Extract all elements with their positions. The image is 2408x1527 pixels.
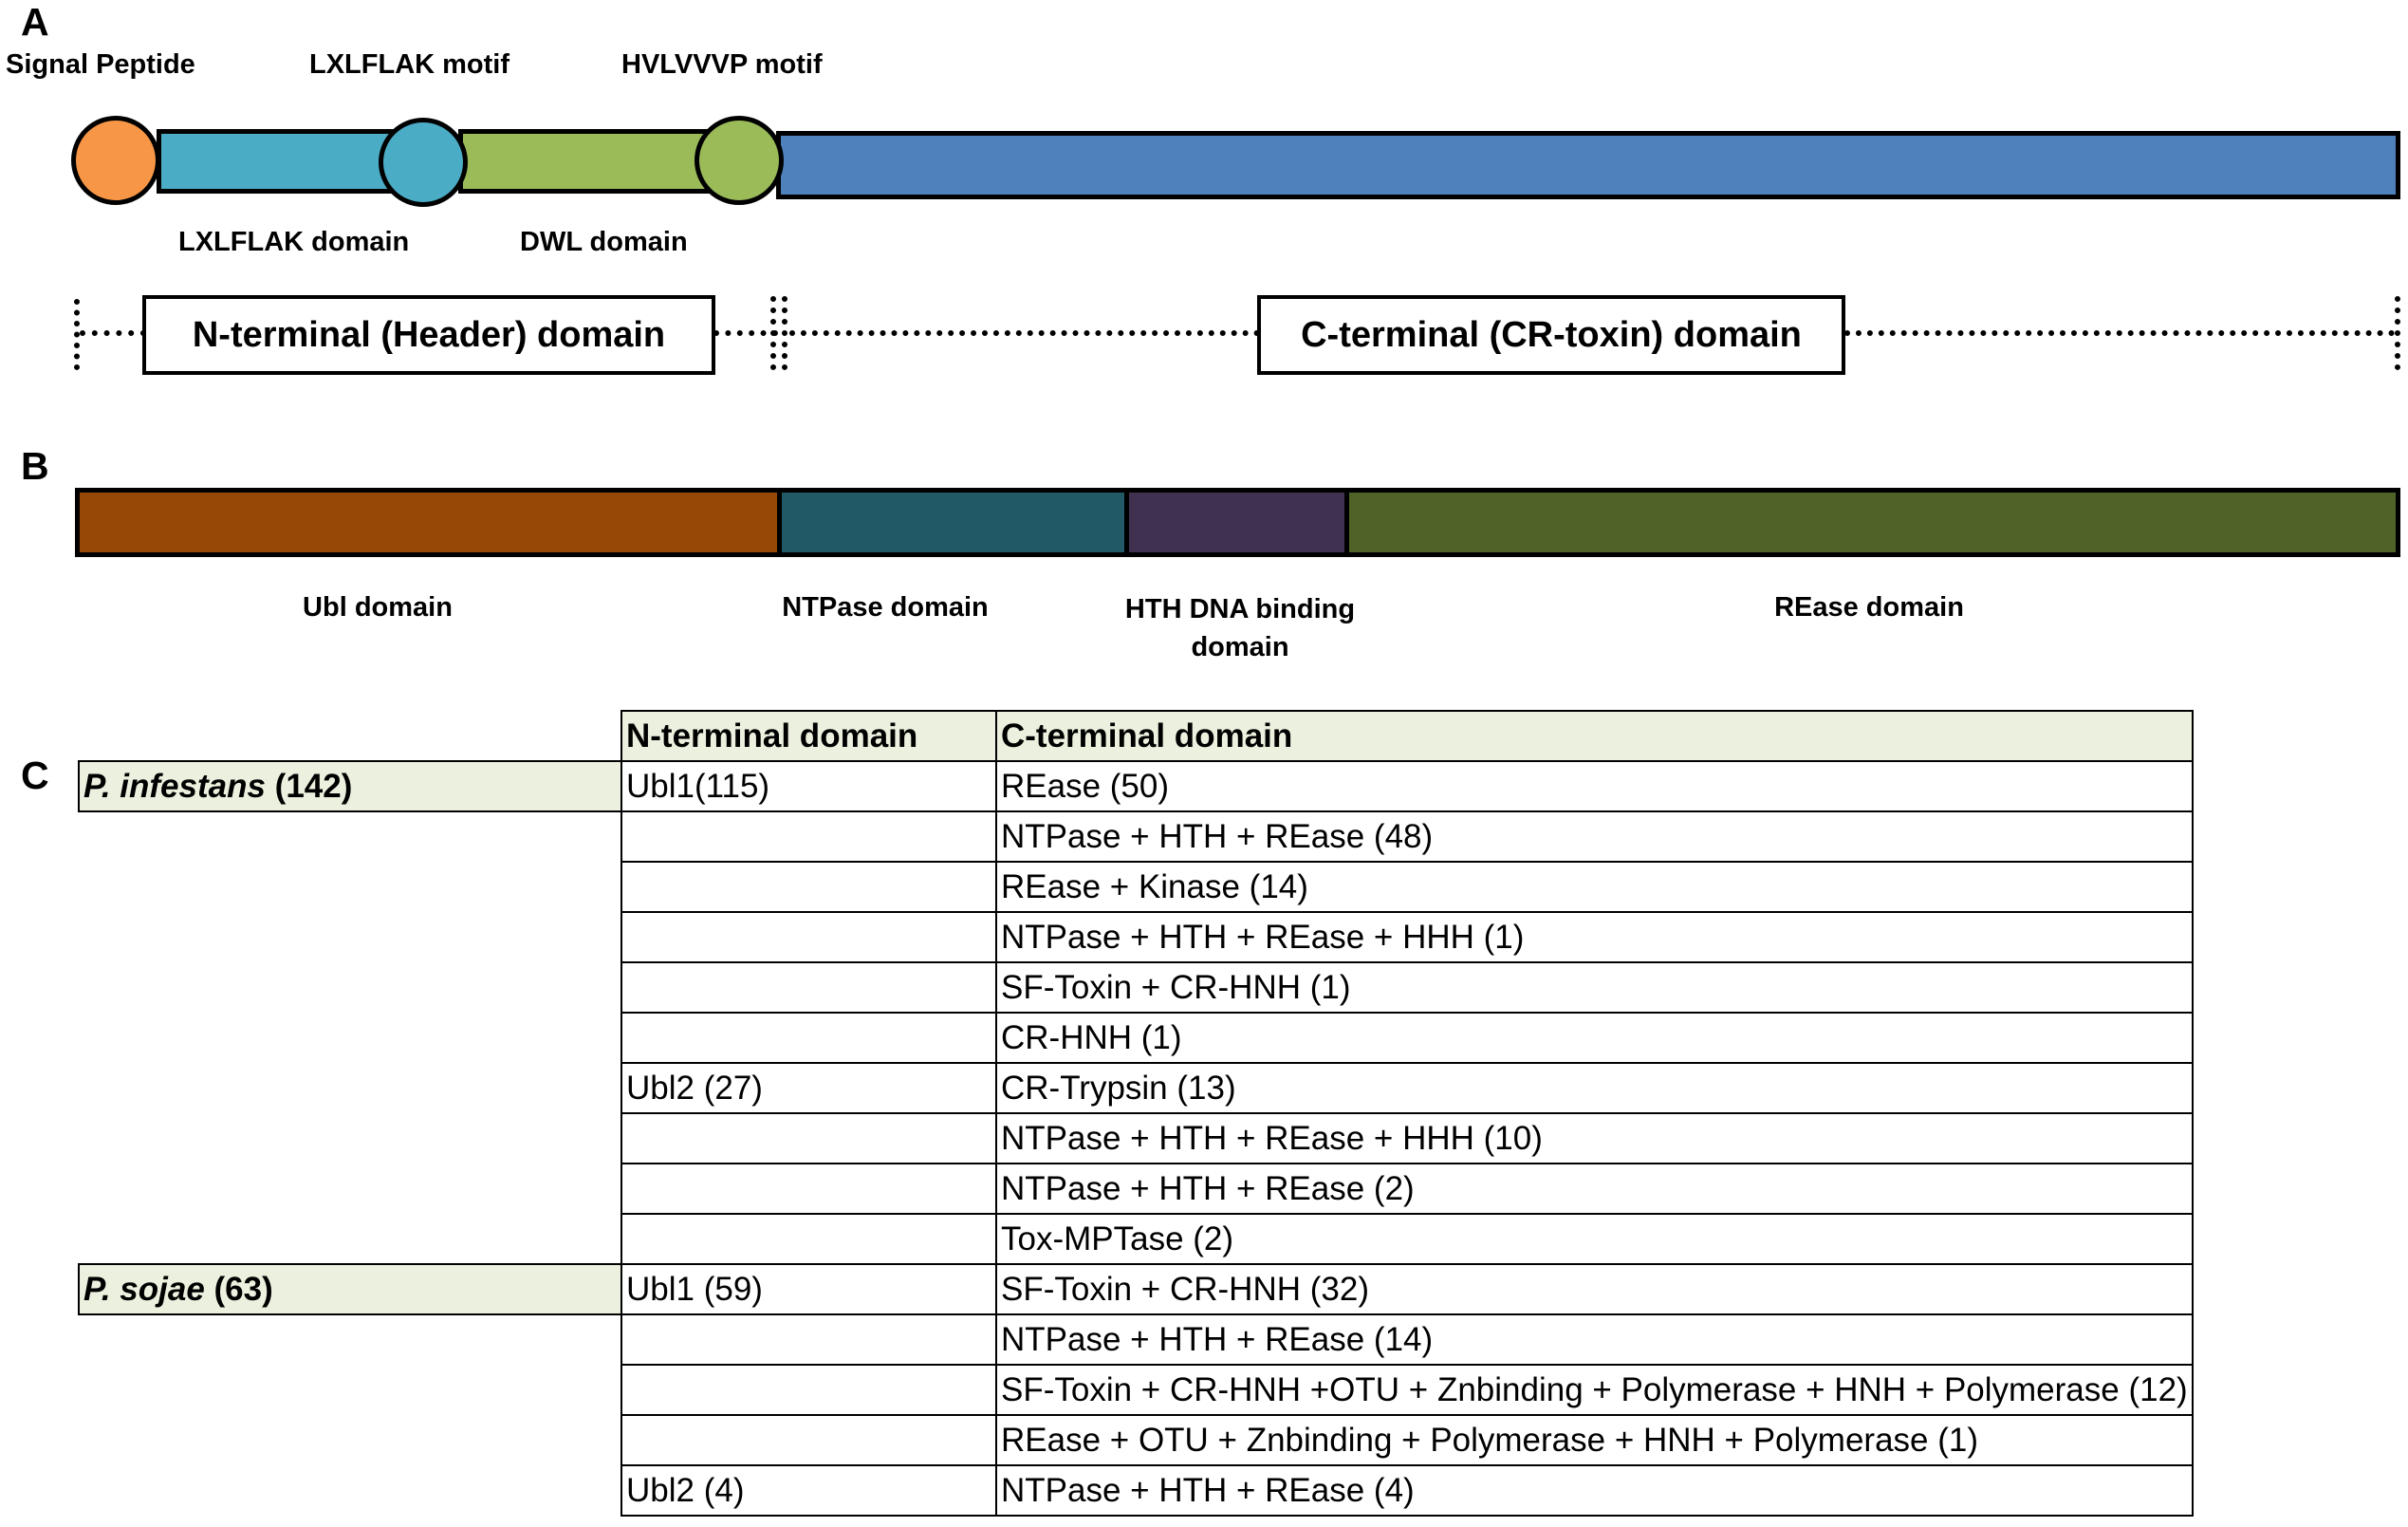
c-terminal-header: C-terminal domain <box>995 710 2194 762</box>
n-terminal-header: N-terminal domain <box>621 710 997 762</box>
region-divider-1 <box>770 296 776 370</box>
c-terminal-cell: SF-Toxin + CR-HNH (1) <box>995 961 2194 1014</box>
table-row: REase + OTU + Znbinding + Polymerase + H… <box>79 1414 2194 1466</box>
panel-b-label: B <box>21 444 49 488</box>
species-count: (63) <box>213 1270 273 1308</box>
c-terminal-cell: NTPase + HTH + REase + HHH (1) <box>995 911 2194 963</box>
c-terminal-cell: REase (50) <box>995 760 2194 812</box>
dwl-domain-label: DWL domain <box>520 227 688 257</box>
species-name: P. infestans <box>83 767 266 805</box>
n-terminal-cell <box>621 1163 997 1215</box>
c-terminal-cell: NTPase + HTH + REase (14) <box>995 1313 2194 1366</box>
n-terminal-cell <box>621 911 997 963</box>
table-row: P. sojae (63) Ubl1 (59) SF-Toxin + CR-HN… <box>78 1263 2194 1315</box>
n-terminal-cell <box>621 1112 997 1164</box>
c-terminal-cell: NTPase + HTH + REase + HHH (10) <box>995 1112 2194 1164</box>
table-row: NTPase + HTH + REase (2) <box>79 1163 2194 1215</box>
n-terminal-cell: Ubl1(115) <box>621 760 997 812</box>
table-row: Tox-MPTase (2) <box>79 1213 2194 1265</box>
lxlflak-domain-label: LXLFLAK domain <box>178 227 410 257</box>
table-row: NTPase + HTH + REase (48) <box>79 810 2194 863</box>
table-row: SF-Toxin + CR-HNH +OTU + Znbinding + Pol… <box>79 1364 2194 1416</box>
species-p-sojae: P. sojae (63) <box>78 1263 622 1315</box>
n-terminal-dotted-left <box>80 330 146 336</box>
hth-domain-label: HTH DNA binding domain <box>1124 594 1356 662</box>
region-right-bracket <box>2395 296 2400 370</box>
n-terminal-cell <box>621 1364 997 1416</box>
signal-peptide-circle <box>71 116 160 205</box>
table-row: SF-Toxin + CR-HNH (1) <box>79 961 2194 1014</box>
c-terminal-cell: NTPase + HTH + REase (48) <box>995 810 2194 863</box>
species-name: P. sojae <box>83 1270 205 1308</box>
signal-peptide-label: Signal Peptide <box>6 49 195 80</box>
domain-table: N-terminal domain C-terminal domain P. i… <box>78 710 2194 1517</box>
table-row: NTPase + HTH + REase + HHH (1) <box>79 911 2194 963</box>
table-row: CR-HNH (1) <box>79 1012 2194 1064</box>
c-terminal-cell: CR-Trypsin (13) <box>995 1062 2194 1114</box>
c-terminal-cell: SF-Toxin + CR-HNH (32) <box>995 1263 2194 1315</box>
lxlflak-domain-bar <box>157 129 403 194</box>
c-terminal-cell: CR-HNH (1) <box>995 1012 2194 1064</box>
table-row: Ubl2 (27) CR-Trypsin (13) <box>79 1062 2194 1114</box>
ubl-domain-bar <box>75 488 782 557</box>
c-terminal-cell: REase + Kinase (14) <box>995 861 2194 913</box>
c-terminal-dotted-left <box>789 330 1260 336</box>
n-terminal-cell: Ubl2 (27) <box>621 1062 997 1114</box>
table-row: P. infestans (142) Ubl1(115) REase (50) <box>78 760 2194 812</box>
panel-c-label: C <box>21 754 49 797</box>
species-count: (142) <box>274 767 353 805</box>
c-terminal-cell: REase + OTU + Znbinding + Polymerase + H… <box>995 1414 2194 1466</box>
ntpase-domain-label: NTPase domain <box>782 592 989 623</box>
c-terminal-region-box: C-terminal (CR-toxin) domain <box>1257 295 1845 375</box>
hvlvvvp-motif-label: HVLVVVP motif <box>621 49 823 80</box>
n-terminal-cell <box>621 1012 997 1064</box>
dwl-domain-bar <box>458 129 719 194</box>
panel-a-label: A <box>21 0 49 44</box>
ntpase-domain-bar <box>777 488 1129 557</box>
rease-domain-label: REase domain <box>1774 592 1964 623</box>
n-terminal-cell <box>621 1313 997 1366</box>
n-terminal-cell <box>621 1213 997 1265</box>
hth-domain-bar <box>1124 488 1349 557</box>
n-terminal-dotted-right <box>713 330 778 336</box>
lxlflak-motif-circle <box>379 118 468 207</box>
n-terminal-cell <box>621 1414 997 1466</box>
c-terminal-cell: NTPase + HTH + REase (4) <box>995 1464 2194 1517</box>
ubl-domain-label: Ubl domain <box>303 592 453 623</box>
hvlvvvp-motif-circle <box>695 116 784 205</box>
lxlflak-motif-label: LXLFLAK motif <box>309 49 510 80</box>
c-terminal-cell: Tox-MPTase (2) <box>995 1213 2194 1265</box>
table-row: NTPase + HTH + REase (14) <box>79 1313 2194 1366</box>
table-row: Ubl2 (4) NTPase + HTH + REase (4) <box>79 1464 2194 1517</box>
n-terminal-region-box: N-terminal (Header) domain <box>142 295 715 375</box>
table-header-row: N-terminal domain C-terminal domain <box>79 710 2194 762</box>
c-terminal-cell: NTPase + HTH + REase (2) <box>995 1163 2194 1215</box>
n-terminal-cell: Ubl1 (59) <box>621 1263 997 1315</box>
c-terminal-dotted-right <box>1844 330 2395 336</box>
n-terminal-cell <box>621 961 997 1014</box>
n-terminal-cell <box>621 810 997 863</box>
region-divider-2 <box>782 296 787 370</box>
c-terminal-domain-bar <box>776 131 2400 199</box>
species-p-infestans: P. infestans (142) <box>78 760 622 812</box>
c-terminal-cell: SF-Toxin + CR-HNH +OTU + Znbinding + Pol… <box>995 1364 2194 1416</box>
n-terminal-cell <box>621 861 997 913</box>
region-left-bracket <box>74 299 80 370</box>
rease-domain-bar <box>1344 488 2400 557</box>
table-row: REase + Kinase (14) <box>79 861 2194 913</box>
table-row: NTPase + HTH + REase + HHH (10) <box>79 1112 2194 1164</box>
n-terminal-cell: Ubl2 (4) <box>621 1464 997 1517</box>
